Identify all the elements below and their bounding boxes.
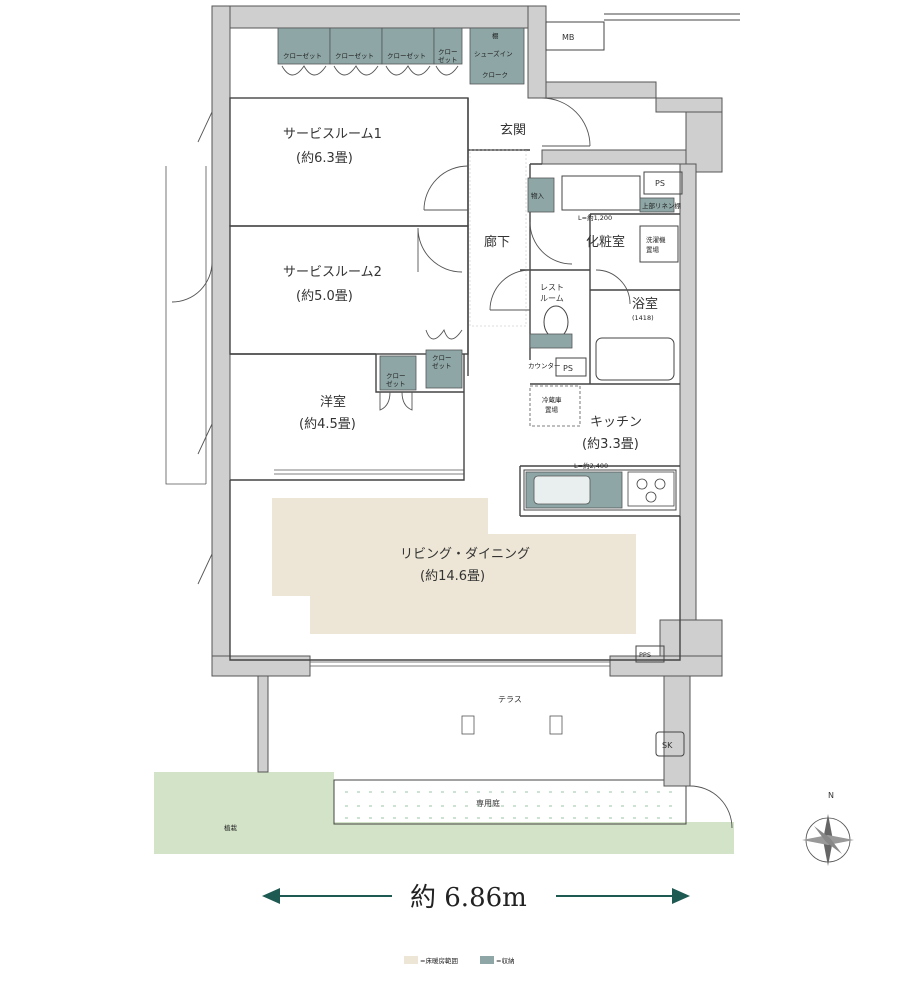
- fridge-label-2: 置場: [545, 405, 559, 414]
- small-closet-label-c2: ゼット: [432, 361, 452, 370]
- width-dimension-label: 約 6.86m: [410, 883, 527, 913]
- closet-label-1: クローゼット: [283, 51, 322, 60]
- mb-box: [545, 21, 605, 51]
- fridge-label-1: 冷蔵庫: [542, 395, 562, 404]
- western-room-size: (約4.5畳): [299, 417, 356, 432]
- living-dining-name: リビング・ダイニング: [400, 547, 530, 562]
- washer-area: [639, 225, 679, 263]
- fridge-space: [529, 385, 581, 427]
- sk-label: SK: [662, 741, 673, 750]
- closet-label-3: クローゼット: [387, 51, 426, 60]
- small-closet-label-c1: クロー: [432, 354, 452, 362]
- legend-storage-label: =収納: [496, 956, 514, 965]
- side-doors: [171, 111, 213, 585]
- legend-storage-swatch: [480, 956, 494, 964]
- terrace-label: テラス: [498, 695, 522, 704]
- kitchen-counter: [523, 469, 677, 511]
- entrance-label: 玄関: [500, 123, 526, 138]
- width-arrow: [262, 888, 690, 904]
- bathroom-door: [595, 269, 631, 305]
- shelf-label: 棚: [492, 31, 499, 40]
- outer-walls: [211, 5, 723, 787]
- small-closet-label-a2: ゼット: [438, 55, 458, 64]
- western-closet-2: [425, 349, 463, 389]
- private-garden-label: 専用庭: [476, 798, 500, 808]
- shoes-in-label-1: シューズイン: [474, 49, 513, 58]
- small-closet-label-b1: クロー: [386, 372, 406, 380]
- closet-doors: [281, 65, 459, 76]
- living-dining-size: (約14.6畳): [420, 569, 485, 584]
- ps-label-upper: PS: [655, 179, 665, 188]
- vanity-length-label: L=約1,200: [578, 213, 612, 222]
- garden-gate: [689, 785, 733, 829]
- service-room-1-size: (約6.3畳): [296, 151, 353, 166]
- ps-box-upper: [643, 171, 683, 195]
- restroom-label-1: レスト: [540, 283, 564, 292]
- small-closet-label-a1: クロー: [438, 48, 458, 56]
- linen-shelf: [639, 197, 675, 213]
- restroom-door: [489, 269, 531, 311]
- shoes-in-label-2: クローク: [482, 71, 508, 79]
- bathtub: [595, 337, 675, 381]
- mb-door: [604, 13, 740, 21]
- small-closet-label-b2: ゼット: [386, 379, 406, 388]
- storage-box: [527, 177, 555, 213]
- washer-label-2: 置場: [646, 245, 660, 254]
- bathroom-size: (1418): [632, 314, 654, 322]
- legend-floor-heating-swatch: [404, 956, 418, 964]
- garden-hatch: [345, 791, 675, 819]
- kitchen-sink: [533, 475, 591, 505]
- powder-room-label: 化粧室: [586, 234, 625, 250]
- washer-label-1: 洗濯機: [646, 235, 666, 244]
- bathroom-name: 浴室: [632, 296, 658, 312]
- pps-box: [635, 645, 665, 663]
- sk-box: [655, 731, 685, 757]
- restroom-counter: [529, 333, 573, 349]
- powder-door: [529, 221, 573, 265]
- kitchen-length-label: L=約2,400: [574, 461, 608, 470]
- entrance-door: [541, 97, 591, 147]
- compass-icon: [802, 814, 854, 866]
- garden-border: [333, 779, 687, 825]
- room-doors: [379, 165, 469, 411]
- planting-area: [154, 772, 334, 854]
- planting-label: 植栽: [224, 823, 238, 832]
- western-closet-1: [379, 355, 417, 391]
- windows: [165, 166, 610, 667]
- counter-label: カウンター: [528, 361, 561, 370]
- kitchen-name: キッチン: [590, 415, 642, 430]
- mb-label: MB: [562, 33, 574, 42]
- legend-floor-heating-label: =床暖房範囲: [420, 956, 458, 965]
- interior-walls: [229, 97, 681, 661]
- service-room-2-name: サービスルーム2: [283, 265, 382, 280]
- ps-label-lower: PS: [563, 364, 573, 373]
- western-room-name: 洋室: [320, 394, 346, 410]
- hallway-label: 廊下: [484, 234, 510, 250]
- compass-north-label: N: [828, 791, 834, 800]
- closet-label-2: クローゼット: [335, 51, 374, 60]
- vanity-counter: [561, 175, 641, 211]
- kitchen-size: (約3.3畳): [582, 437, 639, 452]
- toilet: [543, 305, 569, 339]
- ps-box-lower: [555, 357, 587, 377]
- hallway-tiles: [469, 149, 527, 327]
- linen-label: 上部リネン棚: [642, 201, 682, 210]
- terrace-fixtures: [461, 715, 563, 735]
- service-room-1-name: サービスルーム1: [283, 127, 382, 142]
- stove-icon: [627, 471, 675, 507]
- storage-box-label: 物入: [531, 191, 545, 200]
- service-room-2-size: (約5.0畳): [296, 289, 353, 304]
- pps-label: PPS: [639, 651, 651, 659]
- closet-bank: [277, 27, 525, 85]
- garden-strip: [334, 822, 734, 854]
- restroom-label-2: ルーム: [540, 294, 564, 303]
- floor-heating-area: [272, 498, 636, 634]
